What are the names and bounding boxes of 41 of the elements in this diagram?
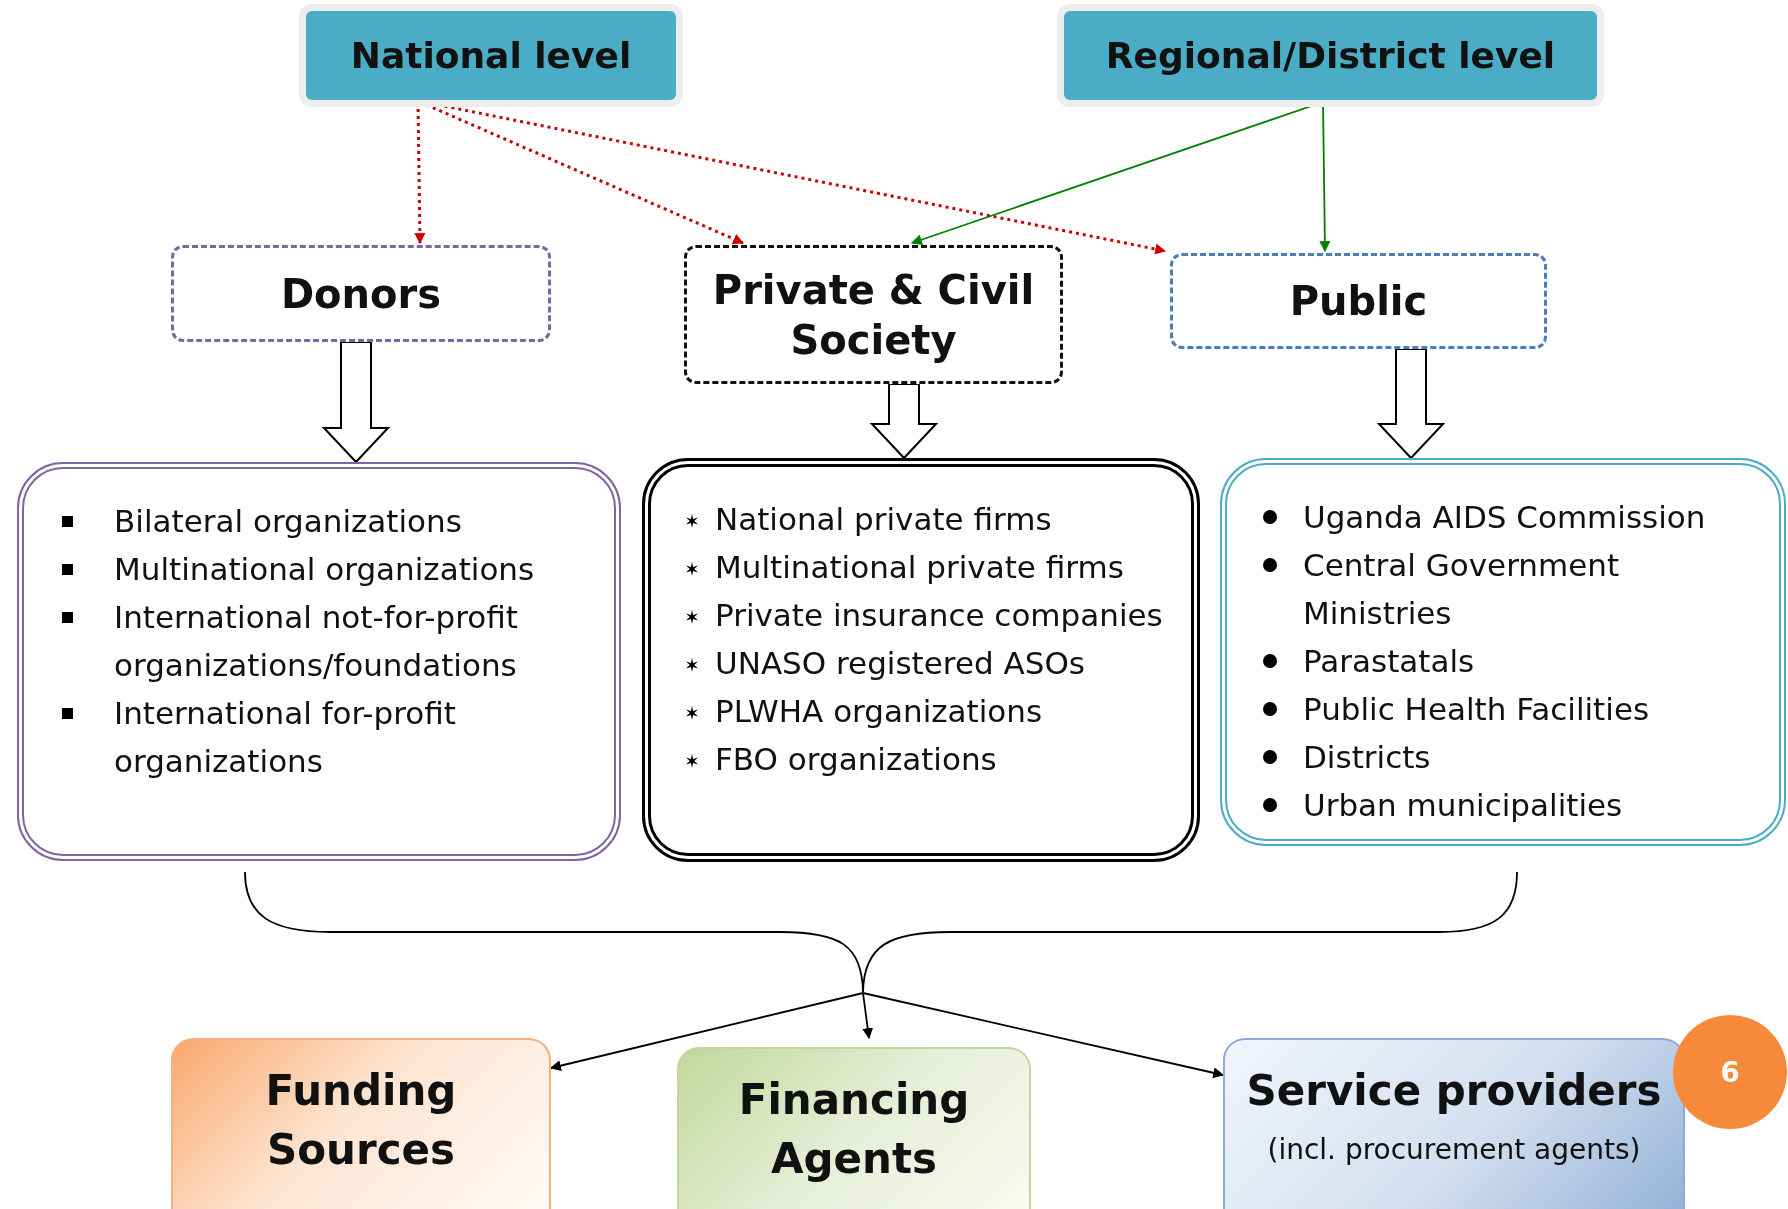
outcome-box xyxy=(677,1047,1031,1209)
heading: Funding Sources xyxy=(264,1065,458,1176)
list-item: Parastatals xyxy=(1303,642,1476,681)
list-item: Multinational organizations xyxy=(114,550,536,589)
list-item: Urban municipalities xyxy=(1303,786,1624,825)
block-arrow xyxy=(1376,348,1446,460)
list-item: Uganda AIDS Commission xyxy=(1303,498,1707,537)
heading: Service providers xyxy=(1245,1065,1663,1117)
subheading: (incl. procurement agents) xyxy=(1267,1132,1641,1166)
heading: Donors xyxy=(280,269,442,319)
category-box xyxy=(171,245,551,342)
list-item: International for-profit organizations xyxy=(114,694,457,781)
heading: Regional/District level xyxy=(1105,34,1556,78)
heading: 6 xyxy=(1720,1054,1740,1090)
heading: National level xyxy=(350,34,632,78)
heading: Financing Agents xyxy=(737,1074,971,1185)
list-item: UNASO registered ASOs xyxy=(715,644,1086,683)
heading: Private & Civil Society xyxy=(711,265,1036,365)
list-item: Multinational private firms xyxy=(715,548,1125,587)
list-item: International not-for-profit organizations/foundations xyxy=(114,598,519,685)
list-item: PLWHA organizations xyxy=(715,692,1044,731)
list-item: National private firms xyxy=(715,500,1053,539)
heading: Public xyxy=(1289,277,1428,326)
list-box xyxy=(17,462,621,861)
list-item: Districts xyxy=(1303,738,1432,777)
list-item: FBO organizations xyxy=(715,740,998,779)
category-box xyxy=(1170,253,1547,349)
arrow xyxy=(862,992,874,1040)
arrow xyxy=(862,992,1225,1079)
list-item: Public Health Facilities xyxy=(1303,690,1651,729)
list-box xyxy=(642,458,1200,862)
arrow xyxy=(549,992,864,1072)
list-item: Private insurance companies xyxy=(715,596,1164,635)
category-box xyxy=(684,245,1063,384)
outcome-box xyxy=(171,1038,551,1209)
outcome-box xyxy=(1223,1038,1685,1209)
list-box xyxy=(1220,458,1786,846)
list-item: Bilateral organizations xyxy=(114,502,463,541)
block-arrow xyxy=(321,341,391,464)
list-item: Central Government Ministries xyxy=(1303,546,1621,633)
block-arrow xyxy=(869,383,939,460)
